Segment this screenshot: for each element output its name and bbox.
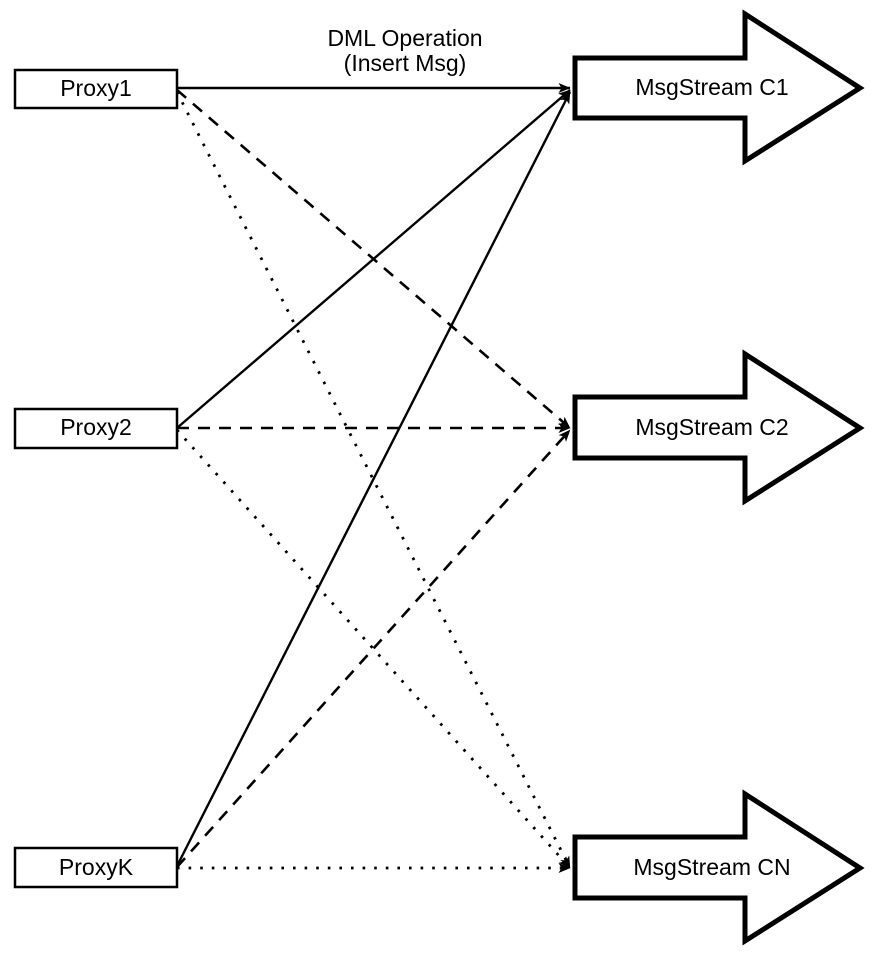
node-msgstream-cn[interactable]: MsgStream CN: [572, 789, 865, 946]
msgstream-cn-label: MsgStream CN: [633, 854, 790, 880]
proxyk-label: ProxyK: [59, 854, 134, 880]
node-proxyk[interactable]: ProxyK: [13, 846, 179, 889]
caption-line-1: DML Operation: [327, 25, 482, 51]
caption-line-2: (Insert Msg): [344, 50, 467, 76]
dml-operation-caption: DML Operation (Insert Msg): [327, 25, 482, 76]
proxy1-box[interactable]: [13, 68, 179, 110]
connection-proxyk-to-stream-c1[interactable]: [175, 91, 572, 867]
msgstream-c2-arrow-shape[interactable]: [572, 349, 865, 506]
proxy2-label: Proxy2: [60, 414, 132, 440]
msgstream-cn-arrow-shape[interactable]: [572, 789, 865, 946]
msgstream-c1-label: MsgStream C1: [635, 74, 788, 100]
msgstream-c1-arrow-shape[interactable]: [572, 9, 865, 166]
connection-proxy2-to-stream-c1[interactable]: [176, 89, 571, 429]
connection-proxyk-to-stream-c2[interactable]: [176, 429, 571, 868]
proxyk-box[interactable]: [13, 846, 179, 889]
proxy1-label: Proxy1: [60, 75, 132, 101]
proxy2-box[interactable]: [13, 407, 179, 450]
node-proxy2[interactable]: Proxy2: [13, 407, 179, 450]
msgstream-c2-label: MsgStream C2: [635, 414, 788, 440]
connection-layer: [175, 83, 572, 873]
node-msgstream-c2[interactable]: MsgStream C2: [572, 349, 865, 506]
node-proxy1[interactable]: Proxy1: [13, 68, 179, 110]
node-msgstream-c1[interactable]: MsgStream C1: [572, 9, 865, 166]
